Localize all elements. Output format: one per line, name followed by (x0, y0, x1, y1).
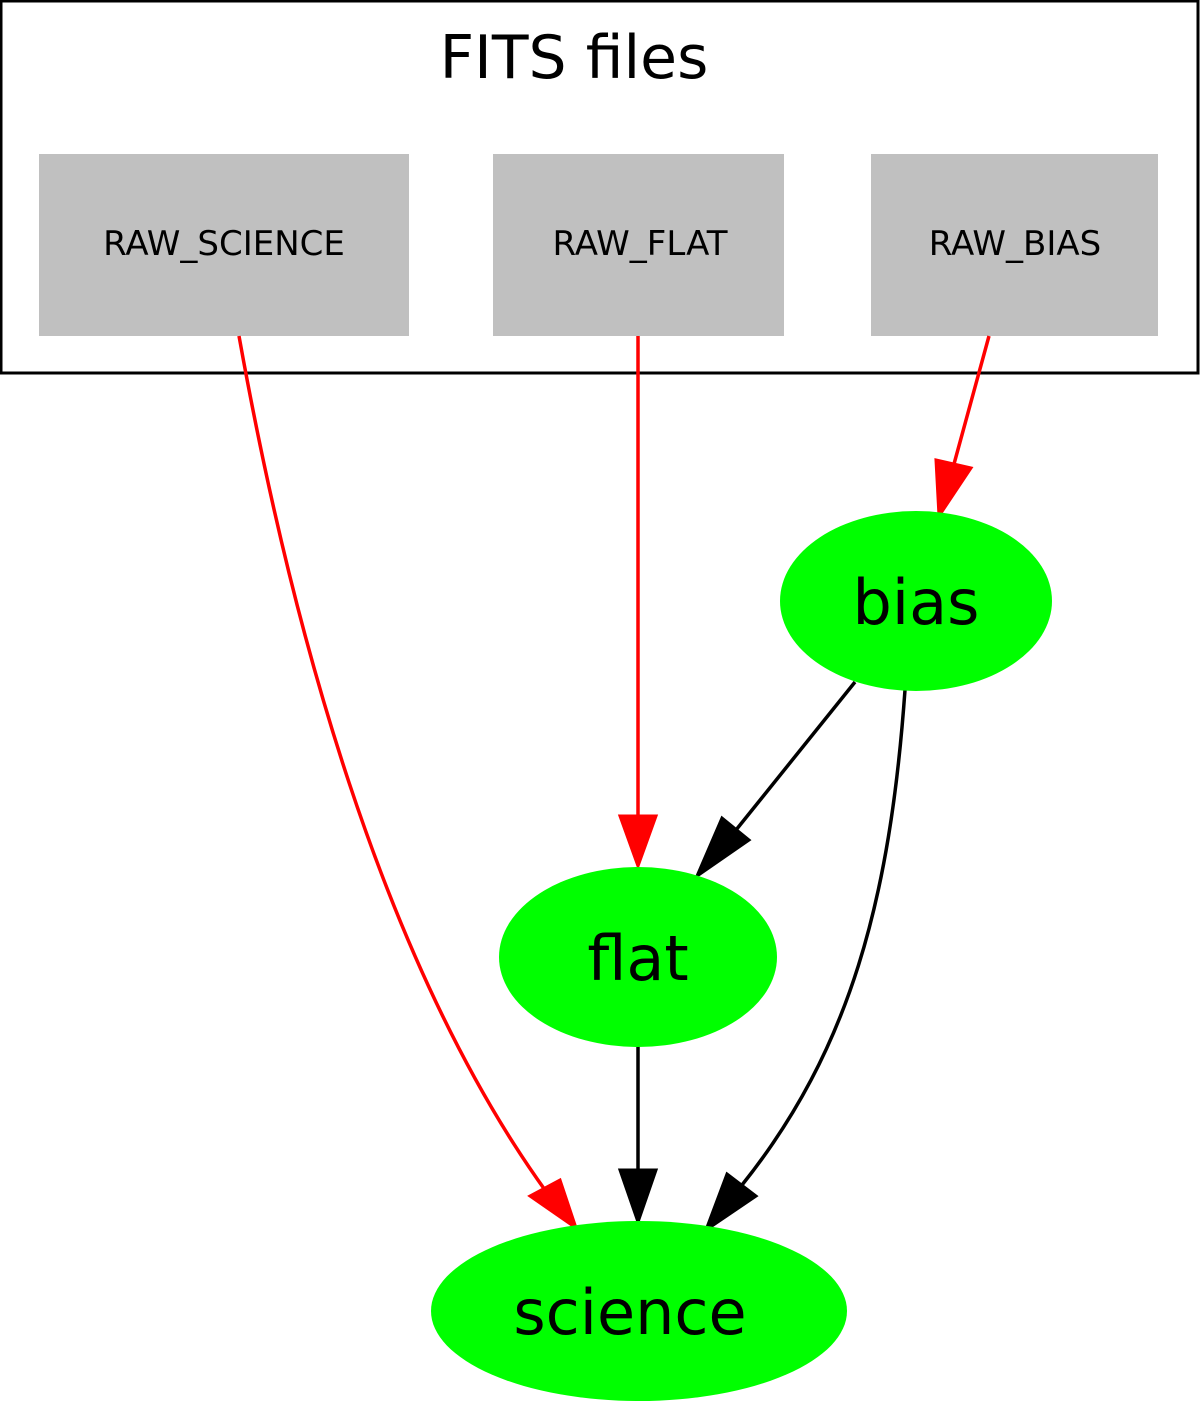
node-bias-label: bias (853, 566, 980, 639)
node-raw-science-label: RAW_SCIENCE (103, 224, 345, 264)
arrowhead-icon (693, 815, 752, 881)
node-bias[interactable] (780, 511, 1052, 691)
arrowhead-icon (702, 1171, 759, 1234)
edge-bias-to-science (702, 689, 907, 1234)
node-science[interactable] (431, 1221, 847, 1401)
arrowhead-icon (934, 458, 974, 521)
edge-raw-bias-to-bias (934, 335, 991, 521)
edge-flat-to-science (617, 1046, 659, 1227)
node-flat-label: flat (587, 922, 688, 995)
edge-raw-flat-to-flat (617, 336, 659, 871)
node-raw-bias-label: RAW_BIAS (929, 224, 1101, 264)
node-raw-bias[interactable] (871, 154, 1158, 336)
node-raw-science[interactable] (39, 154, 409, 336)
edge-raw-science-to-science (237, 335, 579, 1232)
cluster-title: FITS files (440, 23, 709, 93)
node-raw-flat[interactable] (493, 154, 784, 336)
node-flat[interactable] (499, 867, 777, 1047)
node-raw-flat-label: RAW_FLAT (553, 224, 728, 264)
node-science-label: science (513, 1276, 746, 1349)
edge-bias-to-flat (693, 680, 857, 881)
arrowhead-icon (527, 1177, 579, 1232)
arrowhead-icon (617, 814, 659, 871)
arrowhead-icon (617, 1168, 659, 1227)
